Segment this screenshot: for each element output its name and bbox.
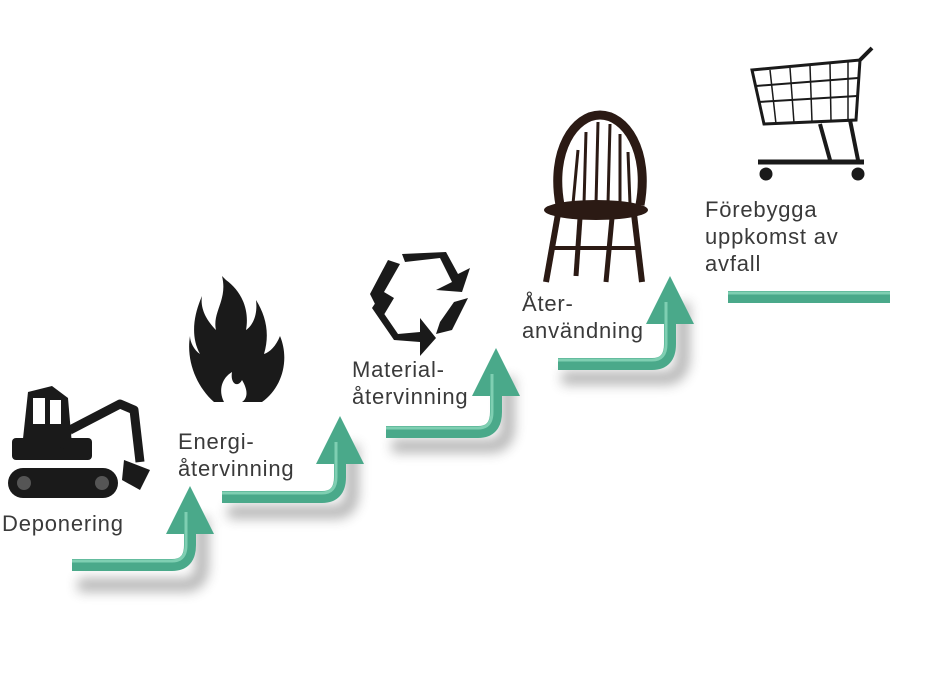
- step-shadows: [78, 303, 892, 592]
- stair-arrows: [72, 276, 890, 571]
- step-label-ateranvandning: Åter- användning: [522, 291, 644, 343]
- step-label-energiatervinning: Energi- återvinning: [178, 429, 295, 481]
- step-label-forebygga: Förebygga uppkomst av avfall: [705, 197, 839, 276]
- flame-icon: [189, 276, 285, 402]
- excavator-icon: [8, 386, 150, 498]
- step-arrow-3: [386, 348, 520, 438]
- step-label-materialatervinning: Material- återvinning: [352, 357, 469, 409]
- step-arrow-4: [558, 276, 694, 370]
- chair-icon: [543, 110, 648, 283]
- shopping-cart-icon: [750, 46, 874, 181]
- step-label-deponering: Deponering: [2, 511, 124, 536]
- recycle-icon: [370, 252, 470, 356]
- step-arrow-1: [72, 486, 214, 571]
- step-arrow-2: [222, 416, 364, 503]
